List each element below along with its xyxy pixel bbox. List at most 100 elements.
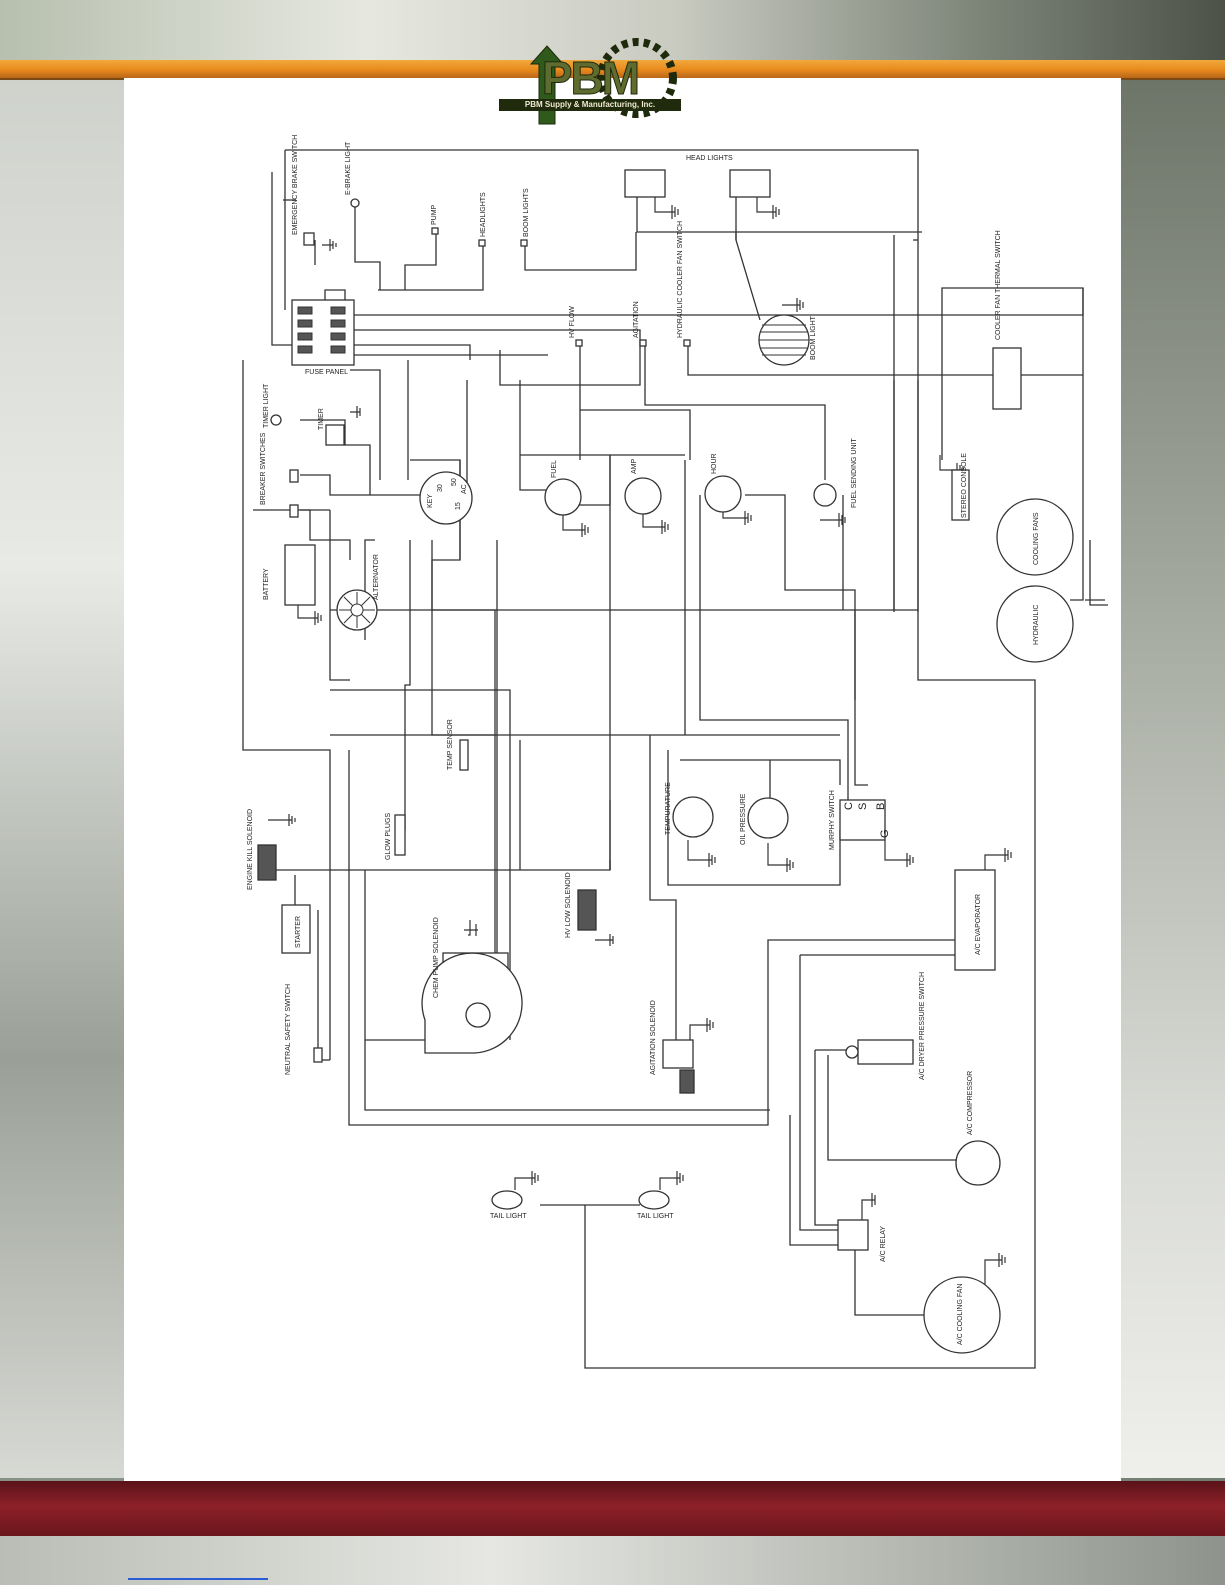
chem-pump-housing	[421, 952, 523, 1054]
label-stereo-console: STEREO CONSOLE	[961, 453, 968, 518]
label-head-lights: HEAD LIGHTS	[686, 155, 733, 162]
label-pump: PUMP	[431, 204, 438, 225]
label-chem-pump-solenoid: CHEM PUMP SOLENOID	[433, 917, 440, 998]
battery-icon	[284, 544, 316, 606]
glow-plugs-icon	[394, 814, 406, 856]
label-a-c-evaporator: A/C EVAPORATOR	[975, 894, 982, 955]
timer-light-icon	[270, 414, 282, 426]
hour-meter-icon	[704, 475, 742, 513]
boom-light-hatching	[759, 324, 809, 356]
label-glow-plugs: GLOW PLUGS	[385, 813, 392, 860]
a-c-dryer-icon	[857, 1039, 914, 1065]
label-fuse-panel: FUSE PANEL	[305, 369, 348, 376]
murphy-terminals: C S B G	[843, 802, 891, 838]
fuel-gauge-icon	[544, 478, 582, 516]
components	[257, 169, 1074, 1354]
label-key: KEY	[427, 494, 434, 508]
wires	[242, 149, 1108, 1369]
temperature-gauge-icon	[672, 796, 714, 838]
label-emergency-brake-switch: EMERGENCY BRAKE SWITCH	[292, 135, 299, 235]
oil-pressure-gauge-icon	[747, 797, 789, 839]
breaker-switch-top	[289, 469, 299, 483]
label-starter: STARTER	[295, 916, 302, 948]
label-hydraulic: HYDRAULIC	[1033, 605, 1040, 645]
label-e-brake-light: E-BRAKE LIGHT	[345, 141, 352, 195]
label-headlights: HEADLIGHTS	[480, 192, 487, 237]
fuel-sending-unit-icon	[813, 483, 837, 507]
label-timer-light: TIMER LIGHT	[263, 383, 270, 428]
pump-terminal	[431, 227, 439, 235]
label-oil-pressure: OIL PRESSURE	[740, 793, 747, 845]
label-fuel: FUEL	[551, 460, 558, 478]
a-c-compressor-icon	[955, 1140, 1001, 1186]
label-a-c-dryer-pressure-switch: A/C DRYER PRESSURE SWITCH	[919, 972, 926, 1080]
label-agitation: AGITATION	[633, 301, 640, 338]
hv-low-solenoid-icon	[577, 889, 597, 931]
label-fuel-sending-unit: FUEL SENDING UNIT	[851, 438, 858, 508]
a-c-dryer-switch	[845, 1045, 859, 1059]
label-key-15: 15	[455, 502, 462, 510]
label-neutral-safety-switch: NEUTRAL SAFETY SWITCH	[285, 984, 292, 1075]
stereo-console-icon	[951, 469, 970, 521]
pbm-logo: PBM PBM Supply & Manufacturing, Inc.	[497, 38, 687, 128]
headlights-terminal	[478, 239, 486, 247]
neutral-safety-switch-icon	[313, 1047, 323, 1063]
e-brake-light-icon	[350, 198, 360, 208]
label-amp: AMP	[631, 459, 638, 475]
labels: HEAD LIGHTS FUSE PANEL TIMER LIGHT TIMER…	[247, 135, 1040, 1345]
label-battery: BATTERY	[263, 568, 270, 600]
agitation-solenoid-icon	[662, 1039, 694, 1069]
cooling-fans-icon	[996, 498, 1074, 576]
label-agitation-solenoid: AGITATION SOLENOID	[650, 1000, 657, 1075]
timer-icon	[325, 424, 345, 446]
label-key-50: 50	[451, 478, 458, 486]
label-temperature: TEMPURATURE	[665, 782, 672, 835]
hv-flow-terminal	[575, 339, 583, 347]
head-light-left	[624, 169, 666, 198]
wiring-diagram: HEAD LIGHTS FUSE PANEL TIMER LIGHT TIMER…	[242, 135, 1108, 1369]
label-hour: HOUR	[711, 453, 718, 474]
hydraulic-cooler-fan-switch-terminal	[683, 339, 691, 347]
diagram-page: HEAD LIGHTS FUSE PANEL TIMER LIGHT TIMER…	[124, 78, 1121, 1481]
a-c-cooling-fan-icon	[923, 1276, 1001, 1354]
right-background	[1121, 78, 1225, 1478]
alternator-blades	[339, 592, 375, 628]
label-hydraulic-cooler-fan-switch: HYDRAULIC COOLER FAN SWITCH	[677, 221, 684, 338]
left-background	[0, 78, 124, 1478]
murphy-terminal-b: B	[875, 803, 887, 810]
label-murphy-switch: MURPHY SWITCH	[829, 790, 836, 850]
label-boom-light: BOOM LIGHT	[810, 315, 817, 360]
murphy-terminal-s: S	[857, 803, 869, 810]
a-c-evaporator-icon	[954, 869, 996, 971]
murphy-switch-icon	[839, 799, 886, 841]
label-breaker-switches: BREAKER SWITCHES	[260, 432, 267, 505]
boom-lights-terminal	[520, 239, 528, 247]
footer-link-underline[interactable]	[128, 1578, 268, 1580]
tail-light-right-icon	[638, 1190, 670, 1210]
label-timer: TIMER	[318, 408, 325, 430]
murphy-terminal-g: G	[879, 829, 891, 838]
label-hv-low-solenoid: HV LOW SOLENOID	[565, 872, 572, 938]
fuse-slots	[297, 306, 346, 354]
agitation-solenoid-plunger	[679, 1069, 695, 1094]
label-boom-lights: BOOM LIGHTS	[523, 188, 530, 237]
logo-wordmark: PBM	[541, 52, 640, 104]
murphy-terminal-c: C	[843, 802, 855, 810]
tail-light-left-icon	[491, 1190, 523, 1210]
logo-tagline: PBM Supply & Manufacturing, Inc.	[499, 99, 681, 111]
cooler-fan-thermal-switch-icon	[992, 347, 1022, 410]
label-alternator: ALTERNATOR	[373, 554, 380, 600]
ground-symbols	[268, 196, 1012, 1300]
label-a-c-compressor: A/C COMPRESSOR	[967, 1071, 974, 1135]
chem-pump-rotor	[465, 1002, 491, 1028]
label-engine-kill-solenoid: ENGINE KILL SOLENOID	[247, 809, 254, 890]
a-c-relay-icon	[837, 1219, 869, 1251]
label-tail-light-left: TAIL LIGHT	[490, 1213, 527, 1220]
label-a-c-cooling-fan: A/C COOLING FAN	[957, 1284, 964, 1345]
label-key-30: 30	[437, 484, 444, 492]
amp-gauge-icon	[624, 477, 662, 515]
key-switch-icon	[419, 471, 473, 525]
starter-icon	[281, 904, 311, 954]
agitation-terminal	[639, 339, 647, 347]
label-a-c-relay: A/C RELAY	[880, 1226, 887, 1262]
